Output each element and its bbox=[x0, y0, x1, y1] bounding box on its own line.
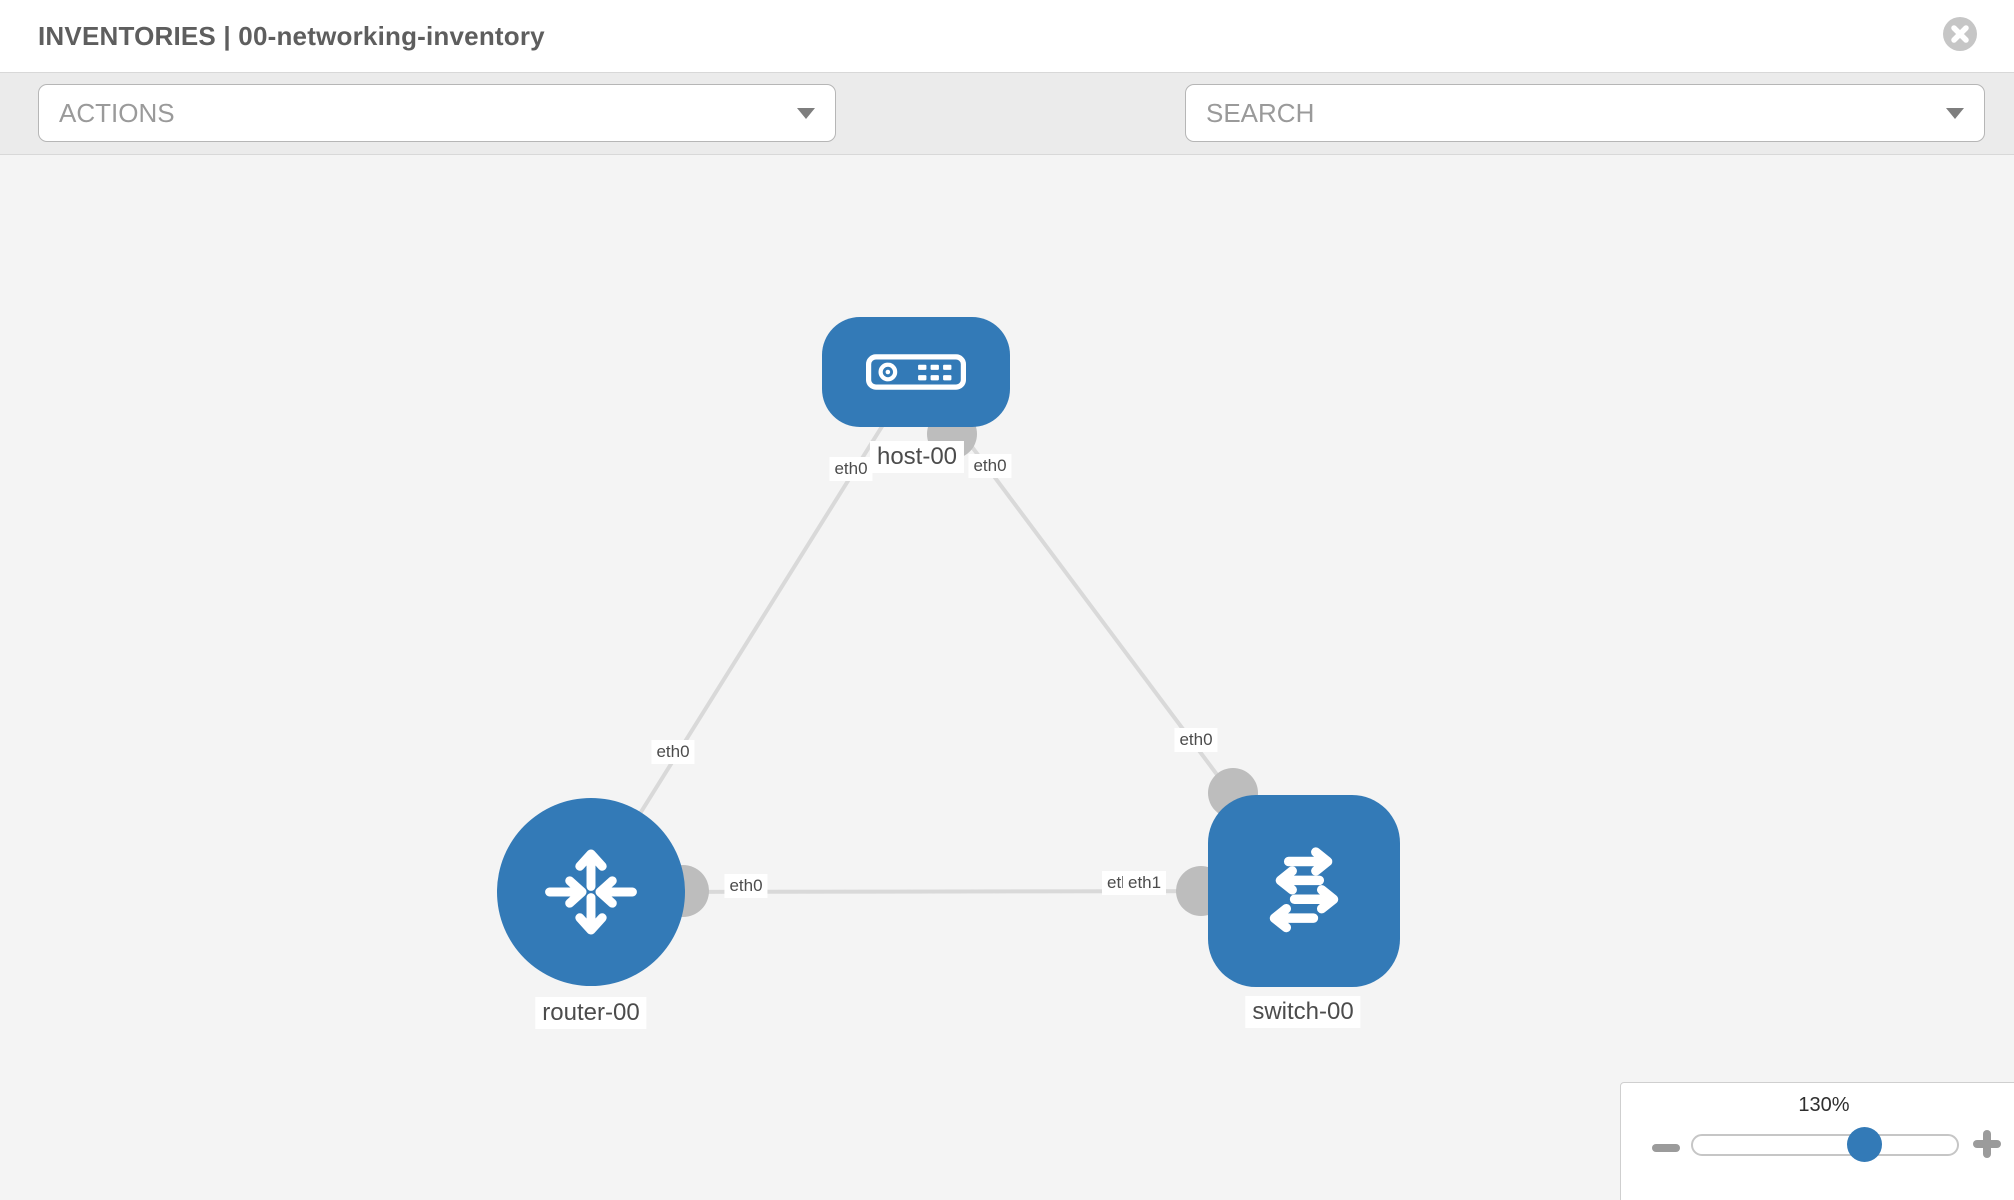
node-host-00[interactable] bbox=[822, 317, 1010, 427]
node-label-host: host-00 bbox=[869, 441, 965, 473]
interface-label: eth0 bbox=[829, 457, 873, 481]
zoom-out-button[interactable] bbox=[1652, 1136, 1680, 1154]
toolbar: ACTIONS bbox=[0, 72, 2014, 205]
node-label-switch: switch-00 bbox=[1245, 996, 1361, 1028]
zoom-slider-track[interactable] bbox=[1691, 1134, 1959, 1156]
node-switch-00[interactable] bbox=[1208, 795, 1400, 987]
close-button[interactable] bbox=[1943, 17, 1977, 51]
topology-links-layer bbox=[589, 370, 1306, 917]
node-label-router: router-00 bbox=[535, 997, 647, 1029]
zoom-level: 130% bbox=[1798, 1094, 1850, 1116]
times-circle-icon bbox=[1943, 17, 1977, 51]
page-title: INVENTORIES | 00-networking-inventory bbox=[38, 20, 545, 51]
zoom-in-button[interactable] bbox=[1973, 1130, 2001, 1158]
topology-canvas[interactable]: host-00 router-00 switch-00 eth0 eth0 et… bbox=[0, 155, 2014, 1200]
host-icon bbox=[866, 354, 966, 390]
zoom-slider-thumb[interactable] bbox=[1847, 1127, 1882, 1162]
interface-label: eth0 bbox=[1174, 728, 1218, 752]
zoom-panel: 130% bbox=[1620, 1082, 2014, 1200]
interface-label: eth0 bbox=[968, 454, 1012, 478]
search-input[interactable] bbox=[1186, 85, 1984, 141]
actions-dropdown[interactable]: ACTIONS bbox=[38, 84, 836, 142]
node-router-00[interactable] bbox=[497, 798, 685, 986]
chevron-down-icon bbox=[797, 108, 815, 119]
switch-icon bbox=[1269, 847, 1339, 933]
chevron-down-icon bbox=[1946, 108, 1964, 119]
search-combobox[interactable] bbox=[1185, 84, 1985, 142]
router-icon bbox=[545, 849, 637, 935]
interface-label: eth0 bbox=[724, 874, 768, 898]
interface-label: eth1 bbox=[1123, 871, 1167, 895]
interface-label: eth0 bbox=[651, 740, 695, 764]
actions-dropdown-label: ACTIONS bbox=[59, 97, 175, 128]
header: INVENTORIES | 00-networking-inventory bbox=[0, 0, 2014, 72]
